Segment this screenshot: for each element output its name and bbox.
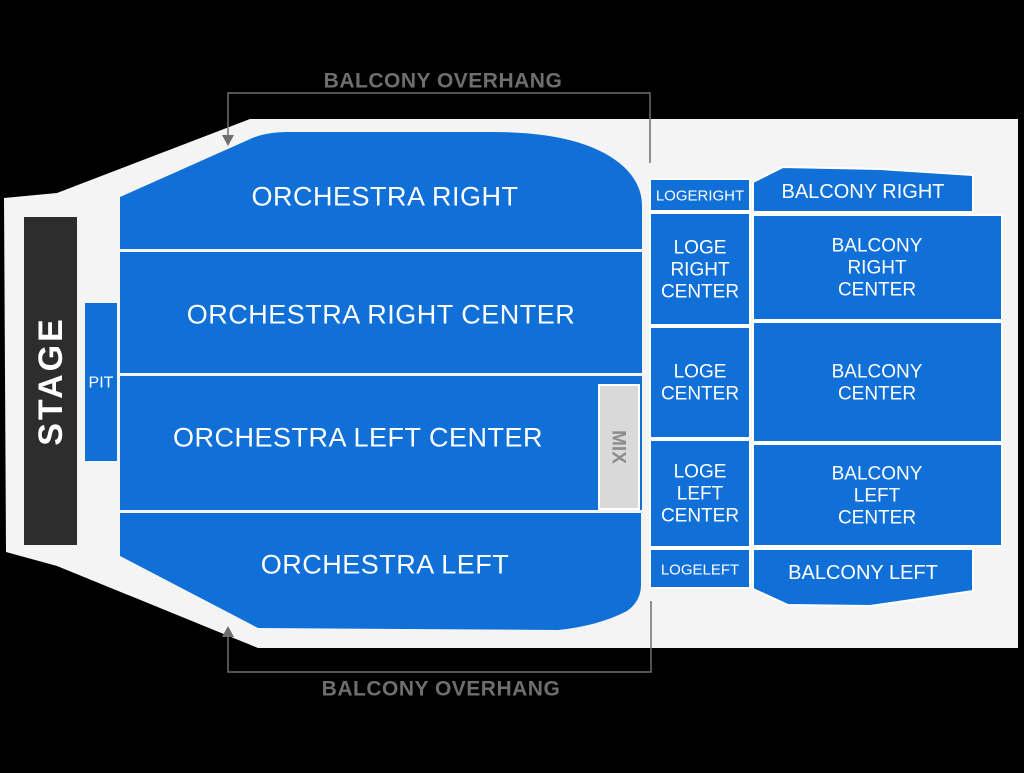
section-balcony-left-center-label: CENTER [838, 508, 916, 529]
stage: STAGE [24, 217, 77, 545]
section-balcony-right-center-shape[interactable] [752, 214, 1003, 321]
section-pit[interactable]: PIT [85, 303, 117, 461]
mix-booth-label: MIX [607, 430, 628, 464]
section-balcony-right-center-label: RIGHT [847, 258, 907, 279]
section-balcony-right-shape[interactable] [752, 165, 974, 213]
section-loge-left-label: LOGELEFT [661, 561, 739, 578]
section-loge-center-label: LOGE [674, 362, 727, 383]
section-orchestra-left-label: ORCHESTRA LEFT [261, 549, 510, 579]
balcony-overhang-top-label: BALCONY OVERHANG [324, 69, 563, 92]
section-loge-right-center-label: CENTER [661, 282, 739, 303]
section-balcony-right[interactable]: BALCONY RIGHT [752, 165, 974, 213]
section-balcony-left-center-shape[interactable] [752, 443, 1003, 547]
section-loge-left-center[interactable]: LOGE LEFT CENTER [649, 439, 751, 548]
section-loge-left[interactable]: LOGELEFT [649, 548, 751, 589]
section-loge-right-center[interactable]: LOGE RIGHT CENTER [649, 212, 751, 326]
section-orchestra-left-shape[interactable] [120, 513, 641, 630]
overhang-arrow-bottom-icon [222, 626, 234, 637]
section-orchestra-right-label: ORCHESTRA RIGHT [251, 181, 518, 211]
section-orchestra-left-center-shape[interactable] [120, 376, 642, 510]
balcony-overhang-top: BALCONY OVERHANG [222, 69, 651, 163]
section-loge-right-shape[interactable] [649, 178, 751, 212]
section-orchestra-right-shape[interactable] [120, 132, 642, 249]
section-pit-label: PIT [89, 375, 114, 392]
section-orchestra-left[interactable]: ORCHESTRA LEFT [120, 513, 641, 630]
section-pit-shape[interactable] [85, 303, 117, 461]
section-balcony-right-label: BALCONY RIGHT [782, 181, 945, 203]
section-balcony-left-shape[interactable] [752, 548, 974, 608]
section-balcony-right-center-label: CENTER [838, 280, 916, 301]
section-orchestra-right[interactable]: ORCHESTRA RIGHT [120, 132, 642, 249]
section-loge-left-shape[interactable] [649, 548, 751, 589]
section-loge-left-center-label: CENTER [661, 506, 739, 527]
section-loge-right[interactable]: LOGERIGHT [649, 178, 751, 212]
section-orchestra-right-center-shape[interactable] [120, 252, 642, 373]
stage-label: STAGE [32, 316, 70, 446]
mix-booth: MIX [598, 384, 640, 510]
section-balcony-right-center[interactable]: BALCONY RIGHT CENTER [752, 214, 1003, 321]
section-loge-center-label: CENTER [661, 384, 739, 405]
overhang-arrow-top-icon [222, 135, 234, 146]
section-balcony-left-center-label: BALCONY [832, 464, 923, 485]
section-balcony-left-center[interactable]: BALCONY LEFT CENTER [752, 443, 1003, 547]
balcony-overhang-bottom: BALCONY OVERHANG [222, 601, 652, 700]
section-loge-left-center-shape[interactable] [649, 439, 751, 548]
section-loge-center-shape[interactable] [649, 326, 751, 439]
section-loge-right-center-shape[interactable] [649, 212, 751, 326]
section-balcony-left-label: BALCONY LEFT [788, 562, 938, 584]
overhang-bracket-bottom [227, 601, 652, 673]
section-orchestra-right-center[interactable]: ORCHESTRA RIGHT CENTER [120, 252, 642, 373]
section-loge-right-label: LOGERIGHT [656, 187, 744, 204]
section-orchestra-left-center[interactable]: ORCHESTRA LEFT CENTER [120, 376, 642, 510]
section-balcony-center-shape[interactable] [752, 321, 1003, 443]
section-loge-left-center-label: LOGE [674, 462, 727, 483]
section-balcony-right-center-label: BALCONY [832, 236, 923, 257]
section-balcony-left[interactable]: BALCONY LEFT [752, 548, 974, 608]
stage-block [24, 217, 77, 545]
mix-booth-shape [598, 384, 640, 510]
section-balcony-center-label: CENTER [838, 384, 916, 405]
section-balcony-center[interactable]: BALCONY CENTER [752, 321, 1003, 443]
section-balcony-left-center-label: LEFT [854, 486, 901, 507]
section-loge-left-center-label: LEFT [677, 484, 724, 505]
section-orchestra-left-center-label: ORCHESTRA LEFT CENTER [173, 422, 543, 452]
section-loge-right-center-label: LOGE [674, 238, 727, 259]
section-balcony-center-label: BALCONY [832, 362, 923, 383]
overhang-bracket-top [227, 92, 651, 163]
section-loge-right-center-label: RIGHT [670, 260, 730, 281]
section-loge-center[interactable]: LOGE CENTER [649, 326, 751, 439]
section-orchestra-right-center-label: ORCHESTRA RIGHT CENTER [187, 299, 576, 329]
balcony-overhang-bottom-label: BALCONY OVERHANG [322, 677, 561, 700]
